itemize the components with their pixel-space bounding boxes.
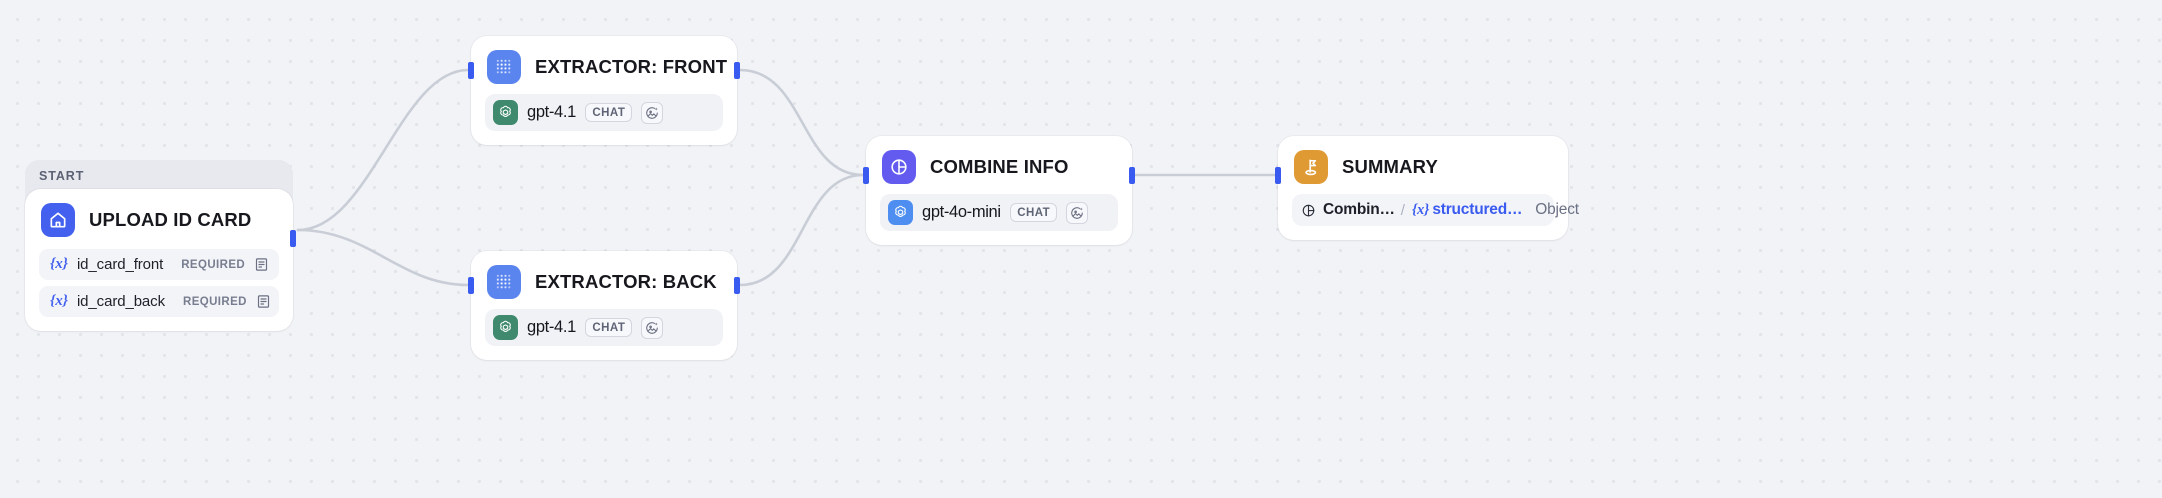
node-extractor-back[interactable]: EXTRACTOR: BACK gpt-4.1 CHAT xyxy=(468,251,740,360)
openai-logo xyxy=(493,315,518,340)
field-name: id_card_front xyxy=(76,256,164,273)
edge-upload-to-extractor-front xyxy=(296,68,470,232)
node-header: UPLOAD ID CARD xyxy=(25,189,293,247)
output-port[interactable] xyxy=(734,277,740,294)
node-extractor-front[interactable]: EXTRACTOR: FRONT gpt-4.1 CHAT xyxy=(468,36,740,145)
image-sparkle-icon[interactable] xyxy=(1066,201,1089,224)
model-chip[interactable]: gpt-4.1 CHAT xyxy=(485,94,723,131)
openai-logo xyxy=(493,100,518,125)
input-port[interactable] xyxy=(468,62,474,79)
node-body: Combin… / {x} structured… Object xyxy=(1278,194,1579,240)
required-badge: REQUIRED xyxy=(182,295,247,308)
dotted-grid-icon xyxy=(487,265,521,299)
node-header: COMBINE INFO xyxy=(866,136,1132,194)
model-mode-badge: CHAT xyxy=(584,103,633,122)
edge-upload-to-extractor-back xyxy=(296,228,470,287)
combine-circle-icon xyxy=(882,150,916,184)
node-header: SUMMARY xyxy=(1278,136,1568,194)
node-body: {x} id_card_front REQUIRED {x} id_card_b… xyxy=(25,249,293,331)
variable-glyph-icon: {x} xyxy=(50,256,68,272)
model-name: gpt-4.1 xyxy=(527,103,576,121)
output-variable-label: structured… xyxy=(1432,201,1523,218)
output-port[interactable] xyxy=(290,230,296,247)
node-summary[interactable]: SUMMARY Combin… / {x} structured… Object xyxy=(1275,136,1579,240)
image-sparkle-icon[interactable] xyxy=(641,101,664,124)
field-name: id_card_back xyxy=(76,293,165,310)
field-row-id-card-front[interactable]: {x} id_card_front REQUIRED xyxy=(39,249,279,280)
node-title: COMBINE INFO xyxy=(930,156,1069,177)
image-sparkle-icon[interactable] xyxy=(641,316,664,339)
node-title: EXTRACTOR: BACK xyxy=(535,271,717,292)
input-port[interactable] xyxy=(863,167,869,184)
field-row-id-card-back[interactable]: {x} id_card_back REQUIRED xyxy=(39,286,279,317)
model-name: gpt-4o-mini xyxy=(922,203,1001,221)
input-port[interactable] xyxy=(468,277,474,294)
model-mode-badge: CHAT xyxy=(584,318,633,337)
model-name: gpt-4.1 xyxy=(527,318,576,336)
output-source-label: Combin… xyxy=(1323,201,1395,218)
golf-flag-icon xyxy=(1294,150,1328,184)
required-badge: REQUIRED xyxy=(181,258,246,271)
output-reference-chip[interactable]: Combin… / {x} structured… Object xyxy=(1292,194,1579,226)
node-combine-info[interactable]: COMBINE INFO gpt-4o-mini CHAT xyxy=(863,136,1135,245)
node-header: EXTRACTOR: BACK xyxy=(471,251,737,309)
combine-circle-icon xyxy=(1301,203,1316,218)
variable-glyph-icon: {x} xyxy=(50,293,68,309)
node-upload-id-card[interactable]: UPLOAD ID CARD {x} id_card_front REQUIRE… xyxy=(25,189,296,331)
variable-glyph-icon: {x} xyxy=(1411,201,1430,218)
edge-extractor-front-to-combine xyxy=(738,68,865,177)
model-chip[interactable]: gpt-4o-mini CHAT xyxy=(880,194,1118,231)
dotted-grid-icon xyxy=(487,50,521,84)
node-title: UPLOAD ID CARD xyxy=(89,209,252,230)
edge-extractor-back-to-combine xyxy=(738,173,865,287)
node-title: SUMMARY xyxy=(1342,156,1438,177)
model-chip[interactable]: gpt-4.1 CHAT xyxy=(485,309,723,346)
node-body: gpt-4.1 CHAT xyxy=(471,309,737,360)
document-icon xyxy=(254,257,269,272)
openai-logo xyxy=(888,200,913,225)
output-separator: / xyxy=(1400,201,1405,219)
input-port[interactable] xyxy=(1275,167,1281,184)
home-icon xyxy=(41,203,75,237)
output-port[interactable] xyxy=(734,62,740,79)
output-port[interactable] xyxy=(1129,167,1135,184)
node-body: gpt-4.1 CHAT xyxy=(471,94,737,145)
start-group-label: START xyxy=(39,169,85,183)
node-body: gpt-4o-mini CHAT xyxy=(866,194,1132,245)
node-header: EXTRACTOR: FRONT xyxy=(471,36,737,94)
model-mode-badge: CHAT xyxy=(1009,203,1058,222)
document-icon xyxy=(256,294,271,309)
output-kind-label: Object xyxy=(1535,201,1579,218)
node-title: EXTRACTOR: FRONT xyxy=(535,56,728,77)
